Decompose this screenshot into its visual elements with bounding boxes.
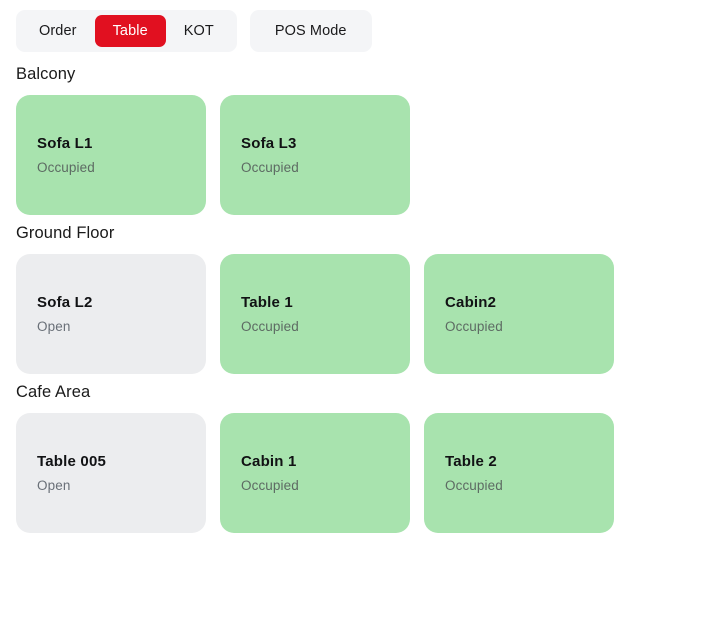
- pos-mode-tab-group: POS Mode: [249, 10, 372, 52]
- table-card-name: Cabin2: [445, 293, 497, 311]
- table-card-status: Occupied: [241, 477, 299, 493]
- table-card[interactable]: Table 1 Occupied: [220, 254, 410, 374]
- tab-table[interactable]: Table: [94, 15, 166, 47]
- table-card-status: Occupied: [241, 159, 299, 175]
- table-card-name: Table 1: [241, 293, 293, 311]
- table-card-status: Occupied: [37, 159, 95, 175]
- section-heading: Cafe Area: [16, 383, 91, 401]
- table-card-name: Cabin 1: [241, 452, 297, 470]
- table-card-name: Sofa L1: [37, 134, 93, 152]
- tab-kot[interactable]: KOT: [166, 15, 232, 47]
- table-card-status: Open: [37, 477, 71, 493]
- table-card-name: Table 005: [37, 452, 107, 470]
- table-card-status: Occupied: [445, 318, 503, 334]
- table-card[interactable]: Cabin 1 Occupied: [220, 413, 410, 533]
- tab-order[interactable]: Order: [21, 15, 95, 47]
- table-card[interactable]: Sofa L1 Occupied: [16, 95, 206, 215]
- table-card-status: Occupied: [445, 477, 503, 493]
- table-card-status: Occupied: [241, 318, 299, 334]
- pos-tab-pos-mode[interactable]: POS Mode: [255, 15, 367, 47]
- table-card[interactable]: Sofa L2 Open: [16, 254, 206, 374]
- table-card-name: Sofa L2: [37, 293, 93, 311]
- section-heading: Ground Floor: [16, 224, 115, 242]
- table-card[interactable]: Table 2 Occupied: [424, 413, 614, 533]
- table-card-status: Open: [37, 318, 71, 334]
- table-card-name: Sofa L3: [241, 134, 297, 152]
- table-card-name: Table 2: [445, 452, 497, 470]
- section-heading: Balcony: [16, 65, 76, 83]
- table-card[interactable]: Sofa L3 Occupied: [220, 95, 410, 215]
- table-card-grid: Sofa L1 Occupied Sofa L3 Occupied: [0, 86, 715, 215]
